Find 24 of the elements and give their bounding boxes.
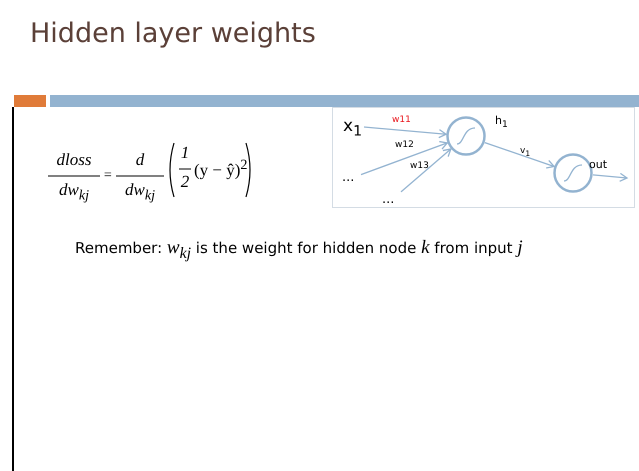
edge-label: w11	[392, 115, 411, 125]
input-label: ...	[382, 192, 394, 208]
note-text: Remember: w$_{kj}$ is the weight for hidden node k from input j	[75, 237, 523, 263]
formula-text: (y − ŷ)$^{2}$	[194, 157, 248, 181]
edge-label: w13	[410, 161, 429, 171]
arrow	[364, 126, 447, 138]
formula-text: dw$_{kj}$	[124, 180, 156, 204]
formula-text: d	[134, 150, 146, 170]
slide-title: Hidden layer weights	[30, 18, 316, 49]
edge-label: w12	[395, 140, 414, 150]
formula-text: dw$_{kj}$	[58, 180, 90, 204]
input-label: ...	[342, 170, 354, 186]
formula-text: dloss	[56, 150, 92, 170]
arrow	[360, 140, 448, 176]
node-label: out	[589, 158, 608, 171]
arrow	[484, 142, 555, 169]
formula-text: 1	[180, 143, 190, 163]
arrow	[592, 172, 628, 182]
node-label: h$_{1}$	[495, 114, 508, 130]
edge-label: v$_{1}$	[520, 146, 530, 158]
arrow	[400, 148, 452, 192]
input-label: x$_{1}$	[343, 114, 362, 144]
formula-text: =	[103, 168, 112, 184]
formula-text: 2	[180, 172, 190, 192]
